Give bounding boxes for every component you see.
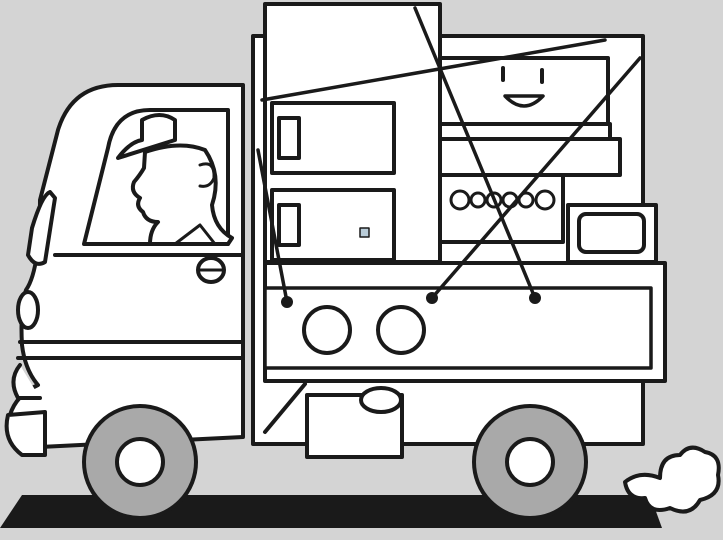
rope-hook: [281, 296, 293, 308]
cabinet-handle-top: [277, 116, 301, 160]
rope: [430, 56, 642, 300]
driver-ear: [198, 162, 216, 188]
smiling-box: [438, 56, 610, 126]
rope-hook: [426, 292, 438, 304]
front-bumper: [11, 363, 42, 400]
driver-cap: [116, 113, 177, 160]
side-mirror: [26, 190, 57, 266]
exhaust-cap: [359, 386, 403, 414]
bed-light: [302, 305, 352, 355]
rope: [256, 148, 289, 304]
rope-hook: [529, 292, 541, 304]
cabinet-handle-bottom: [277, 203, 301, 247]
stereo-knob: [534, 189, 556, 211]
front-bumper-lower: [4, 410, 47, 457]
driver-collar: [173, 223, 217, 246]
rope: [260, 38, 607, 102]
box-lower: [438, 137, 622, 177]
bed-light: [376, 305, 426, 355]
stereo-knob: [469, 191, 487, 209]
exhaust-puff-icon: [623, 445, 721, 514]
smiling-box-mouth: [503, 94, 545, 108]
rear-wheel: [472, 404, 588, 520]
headlight: [16, 290, 40, 330]
stereo-knob: [449, 189, 471, 211]
front-wheel: [82, 404, 198, 520]
chassis-brace: [263, 382, 307, 434]
cabinet-drawer-top: [270, 101, 396, 175]
cabinet-lock: [359, 227, 370, 238]
small-tv-screen: [577, 212, 646, 254]
rope: [413, 6, 537, 300]
